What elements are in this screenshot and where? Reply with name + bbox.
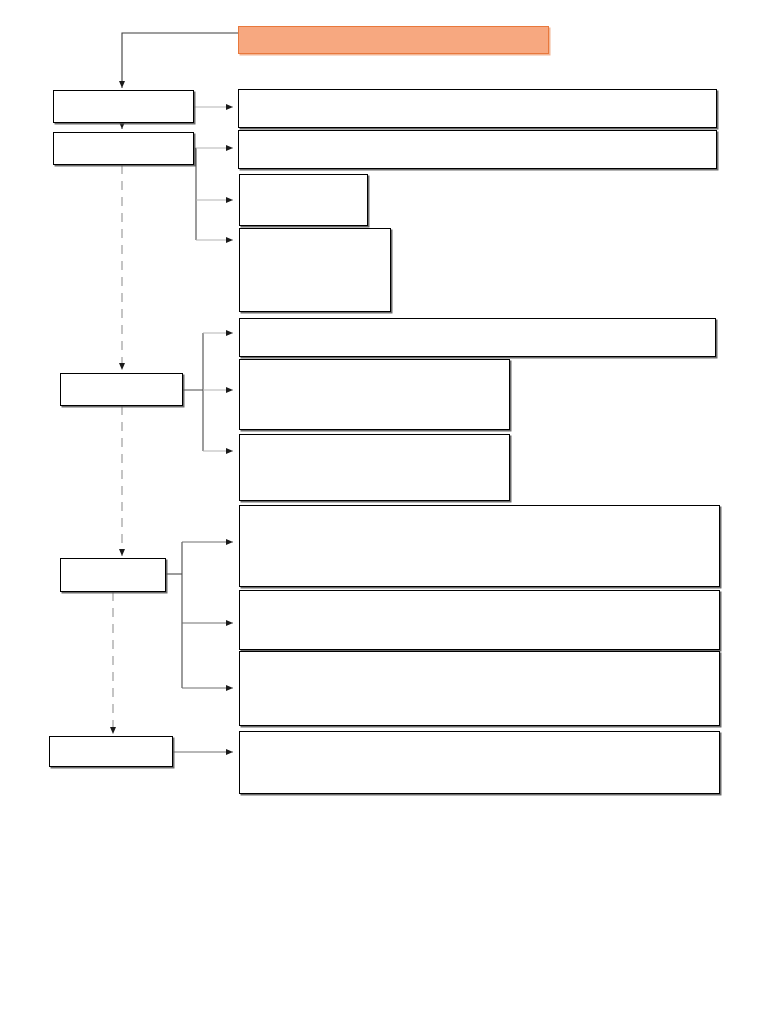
stage-box-5[interactable] bbox=[49, 736, 173, 767]
connector-stage4-branches bbox=[166, 539, 233, 691]
title-box[interactable] bbox=[238, 26, 549, 54]
stage-box-3[interactable] bbox=[60, 373, 183, 406]
stage-box-2[interactable] bbox=[53, 132, 194, 165]
detail-box-4[interactable] bbox=[239, 228, 391, 312]
stage-box-4[interactable] bbox=[60, 558, 166, 592]
connector-stage3-branches bbox=[183, 330, 233, 454]
detail-box-5[interactable] bbox=[239, 318, 716, 357]
detail-box-7[interactable] bbox=[239, 434, 510, 501]
detail-box-6[interactable] bbox=[239, 359, 510, 430]
connector-stage2-branches bbox=[194, 145, 233, 243]
detail-box-9[interactable] bbox=[239, 590, 720, 650]
detail-box-2[interactable] bbox=[238, 130, 717, 169]
detail-box-11[interactable] bbox=[239, 731, 720, 794]
detail-box-8[interactable] bbox=[239, 505, 720, 587]
detail-box-3[interactable] bbox=[239, 174, 368, 226]
detail-box-10[interactable] bbox=[239, 651, 720, 726]
connector-title-to-stage1 bbox=[119, 32, 238, 88]
stage-box-1[interactable] bbox=[53, 90, 194, 123]
detail-box-1[interactable] bbox=[238, 89, 717, 128]
